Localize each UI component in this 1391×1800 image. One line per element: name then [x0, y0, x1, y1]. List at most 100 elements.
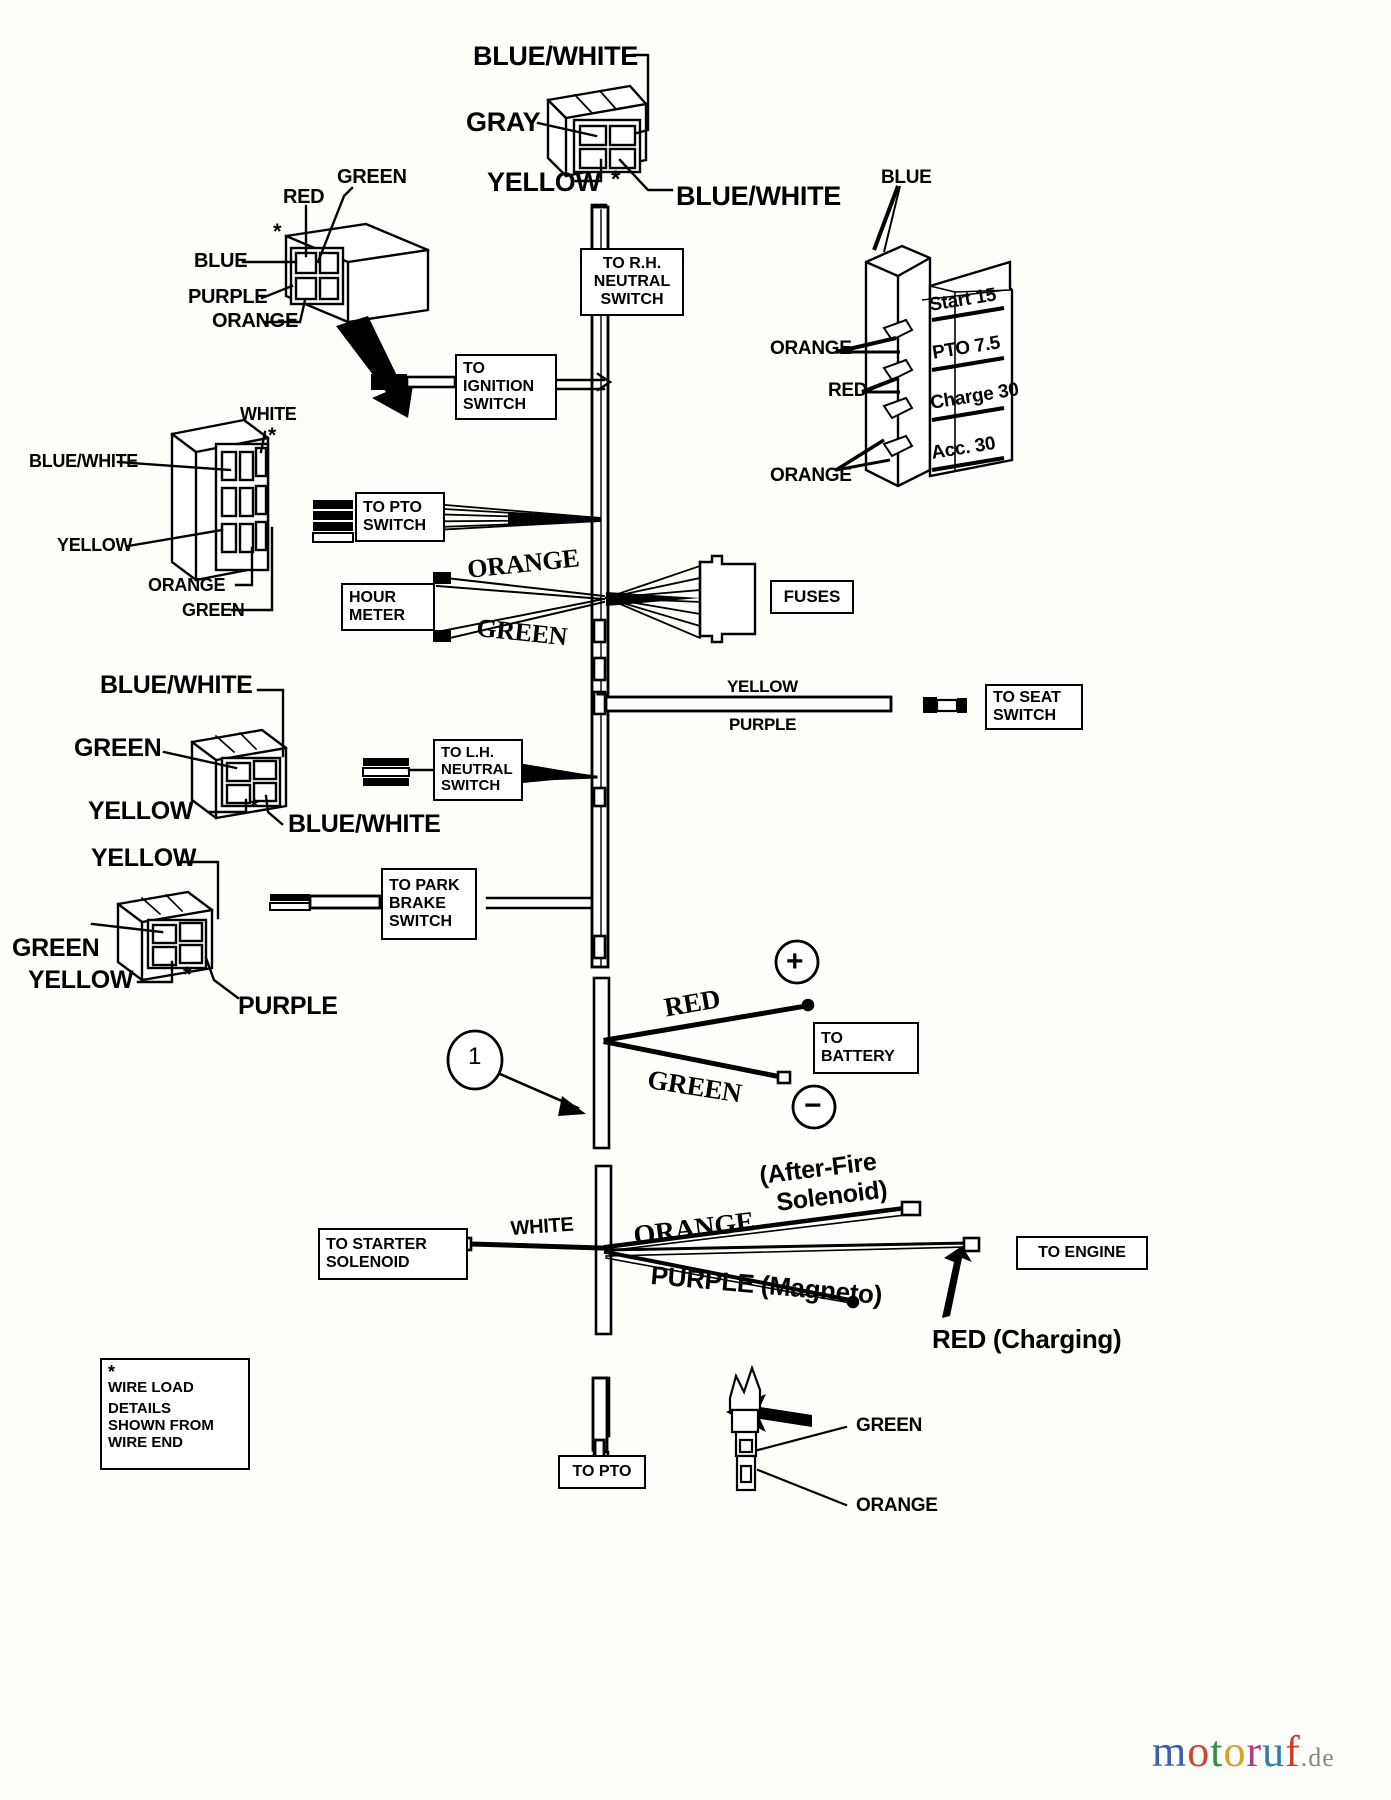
- fuse-label-charge: Charge 30: [928, 379, 1021, 414]
- wm-char: m: [1152, 1727, 1188, 1776]
- label-yellow-lh: YELLOW: [88, 797, 194, 825]
- callout-line: TO STARTER: [326, 1236, 427, 1254]
- callout-line: SWITCH: [363, 517, 427, 534]
- label-blue-white-lh-bottom: BLUE/WHITE: [288, 810, 441, 838]
- callout-hour-meter[interactable]: HOUR METER: [341, 583, 435, 631]
- fuse-label-acc: Acc. 30: [929, 432, 997, 464]
- fuse-label-pto: PTO 7.5: [930, 332, 1002, 364]
- label-gray: GRAY: [466, 107, 541, 137]
- callout-line: SWITCH: [993, 707, 1057, 724]
- callout-to-ignition-switch[interactable]: TO IGNITION SWITCH: [455, 354, 557, 420]
- label-green-pto: GREEN: [856, 1415, 923, 1436]
- label-green-ignition-plug: GREEN: [337, 166, 407, 188]
- callout-to-pto[interactable]: TO PTO: [558, 1455, 646, 1489]
- callout-line: SWITCH: [463, 395, 527, 413]
- label-green-hour-meter: GREEN: [475, 613, 569, 652]
- callout-line: BRAKE: [389, 895, 446, 913]
- label-blue-ignition-plug: BLUE: [194, 250, 248, 272]
- note-line: WIRE END: [108, 1433, 183, 1451]
- label-red-battery: RED: [661, 983, 723, 1023]
- label-green-six-pin: GREEN: [182, 600, 245, 620]
- label-white-six-pin: WHITE: [240, 404, 297, 424]
- wm-char: o: [1187, 1727, 1211, 1776]
- label-orange-six-pin: ORANGE: [148, 575, 226, 595]
- callout-to-seat-switch[interactable]: TO SEAT SWITCH: [985, 684, 1083, 730]
- label-orange-pto: ORANGE: [856, 1495, 938, 1516]
- label-blue-white-lh-top: BLUE/WHITE: [100, 671, 253, 699]
- note-line: WIRE LOAD: [108, 1378, 194, 1396]
- label-blue-white-six-pin: BLUE/WHITE: [29, 451, 138, 471]
- label-purple-park: PURPLE: [238, 992, 338, 1020]
- label-orange-fuse-bottom: ORANGE: [770, 465, 852, 486]
- label-blue-fuse-block: BLUE: [881, 167, 932, 188]
- callout-line: TO L.H.: [441, 743, 495, 761]
- label-yellow-six-pin: YELLOW: [57, 535, 133, 555]
- fuse-label-start: Start 15: [927, 284, 998, 316]
- callout-to-rh-neutral-switch[interactable]: TO R.H. NEUTRAL SWITCH: [580, 248, 684, 316]
- callout-line: NEUTRAL: [441, 760, 513, 778]
- note-star: *: [108, 1362, 116, 1382]
- callout-to-battery[interactable]: TO BATTERY: [813, 1022, 919, 1074]
- battery-negative-icon: −: [804, 1089, 822, 1122]
- callout-line: IGNITION: [463, 378, 535, 396]
- label-orange-ignition-plug: ORANGE: [212, 310, 298, 332]
- callout-to-pto-switch[interactable]: TO PTO SWITCH: [355, 492, 445, 542]
- callout-line: SWITCH: [389, 912, 453, 930]
- label-yellow-seat: YELLOW: [727, 677, 798, 696]
- callout-line: SWITCH: [441, 777, 501, 795]
- label-green-battery: GREEN: [645, 1064, 744, 1109]
- callout-line: TO ENGINE: [1038, 1244, 1126, 1262]
- star-marker-lh-neutral: *: [250, 794, 259, 819]
- star-marker-park-brake: *: [183, 962, 192, 987]
- star-marker-ignition-plug: *: [273, 219, 282, 244]
- callout-line: FUSES: [783, 587, 841, 607]
- star-marker-top-connector: *: [611, 166, 621, 193]
- wm-suffix: .de: [1300, 1743, 1335, 1772]
- label-purple-seat: PURPLE: [729, 715, 797, 734]
- label-red-ignition-plug: RED: [283, 186, 325, 208]
- item-number-callout: 1: [468, 1043, 482, 1070]
- battery-positive-icon: +: [786, 945, 804, 978]
- callout-line: TO: [821, 1030, 843, 1048]
- label-orange-engine: ORANGE: [631, 1206, 756, 1252]
- label-blue-white-top-right: BLUE/WHITE: [676, 181, 841, 211]
- label-yellow-park-top: YELLOW: [91, 844, 197, 872]
- callout-to-park-brake-switch[interactable]: TO PARK BRAKE SWITCH: [381, 868, 477, 940]
- callout-line: SOLENOID: [326, 1254, 410, 1271]
- callout-line: NEUTRAL: [593, 273, 671, 291]
- label-white-starter: WHITE: [509, 1213, 575, 1240]
- callout-line: BATTERY: [821, 1048, 895, 1065]
- callout-fuses[interactable]: FUSES: [770, 580, 854, 614]
- callout-line: TO SEAT: [993, 689, 1061, 707]
- callout-line: TO PTO: [363, 499, 422, 517]
- wm-char: r: [1246, 1727, 1263, 1776]
- callout-line: TO PTO: [572, 1463, 632, 1481]
- callout-line: SWITCH: [600, 290, 664, 308]
- callout-to-starter-solenoid[interactable]: TO STARTER SOLENOID: [318, 1228, 468, 1280]
- callout-line: TO R.H.: [602, 255, 662, 273]
- star-marker-fuse-block: *: [884, 450, 893, 475]
- wire-load-note-box: * WIRE LOAD DETAILS SHOWN FROM WIRE END: [100, 1358, 250, 1470]
- label-green-lh: GREEN: [74, 734, 162, 762]
- callout-line: METER: [349, 607, 405, 624]
- callout-line: HOUR: [349, 589, 397, 607]
- wm-char: f: [1285, 1727, 1301, 1776]
- label-blue-white-top: BLUE/WHITE: [473, 41, 638, 71]
- label-orange-hour-meter: ORANGE: [465, 543, 581, 584]
- label-red-fuse: RED: [828, 380, 868, 401]
- callout-line: TO: [463, 360, 485, 378]
- label-purple-magneto: PURPLE (Magneto): [649, 1260, 884, 1311]
- label-orange-fuse-top: ORANGE: [770, 338, 852, 359]
- label-red-charging: RED (Charging): [932, 1324, 1122, 1354]
- star-marker-six-pin: *: [268, 424, 277, 447]
- wm-char: u: [1262, 1727, 1286, 1776]
- callout-to-lh-neutral-switch[interactable]: TO L.H. NEUTRAL SWITCH: [433, 739, 523, 801]
- note-line: SHOWN FROM: [108, 1417, 214, 1435]
- callout-to-engine[interactable]: TO ENGINE: [1016, 1236, 1148, 1270]
- label-purple-ignition-plug: PURPLE: [188, 286, 268, 308]
- watermark-motoruf: motoruf.de: [1152, 1726, 1335, 1777]
- label-green-park: GREEN: [12, 934, 100, 962]
- note-line: DETAILS: [108, 1400, 172, 1418]
- label-yellow-park-bottom: YELLOW: [28, 966, 134, 994]
